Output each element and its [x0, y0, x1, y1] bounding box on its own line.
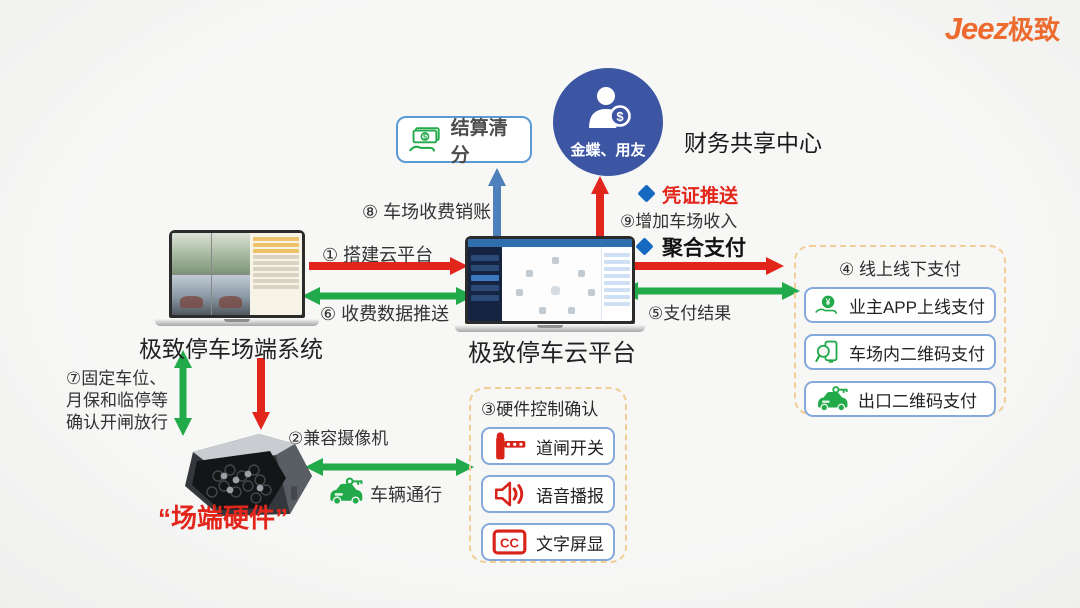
cc-screen-icon: CC [492, 529, 527, 555]
hardware-box-label: 语音播报 [536, 486, 604, 506]
payment-panel: ④ 线上线下支付 ¥ 业主APP上线支付 车场内二维码支付 [794, 245, 1006, 417]
hardware-panel: ③硬件控制确认 道闸开关 语音播报 CC 文字屏显 [469, 387, 627, 563]
flow-2-label: ②兼容摄像机 [288, 429, 389, 448]
camera-feed-tile [211, 274, 250, 315]
logo-jeez: Jeez [944, 11, 1009, 46]
camera-feed-tile [211, 233, 250, 274]
cloud-platform-laptop [455, 236, 645, 332]
finance-circle-label: 金蝶、用友 [570, 142, 646, 159]
flow-1-label: ① 搭建云平台 [322, 245, 434, 265]
hardware-panel-title: ③硬件控制确认 [481, 400, 599, 419]
logo: Jeez极致 [945, 10, 1060, 47]
hand-yuan-icon: ¥ [815, 295, 838, 314]
vehicle-pass-label: 车辆通行 [370, 485, 442, 505]
settlement-label: 结算清分 [450, 117, 508, 166]
svg-text:$: $ [616, 109, 624, 124]
barrier-gate-icon [496, 432, 526, 460]
logo-cn: 极致 [1007, 15, 1060, 45]
phone-qr-scan-icon [815, 340, 838, 363]
payment-box: 车场内二维码支付 [804, 334, 996, 370]
cloud-topbar [468, 239, 632, 247]
finance-center-title: 财务共享中心 [684, 130, 822, 156]
cloud-main-area [502, 247, 601, 321]
svg-text:¥: ¥ [826, 297, 831, 307]
hardware-box-label: 文字屏显 [536, 534, 604, 554]
payment-box: ¥ 业主APP上线支付 [804, 287, 996, 323]
finance-circle: $ 金蝶、用友 [553, 68, 663, 176]
hardware-title: “场端硬件” [158, 503, 289, 533]
hardware-box: CC 文字屏显 [481, 523, 615, 561]
person-dollar-icon: $ [589, 87, 631, 128]
aggregate-pay-label: 聚合支付 [662, 237, 746, 260]
settlement-box: $ 结算清分 [396, 116, 532, 166]
money-hand-icon: $ [409, 126, 440, 152]
module-icons [551, 257, 559, 264]
field-system-panel [250, 233, 302, 315]
car-key-icon [330, 477, 363, 505]
hardware-box: 道闸开关 [481, 427, 615, 465]
payment-box-label: 出口二维码支付 [858, 391, 977, 411]
cloud-sidebar [468, 247, 502, 321]
flow-5-label: ⑤支付结果 [648, 304, 732, 323]
payment-panel-title: ④ 线上线下支付 [839, 260, 961, 279]
camera-feed-tile [172, 274, 211, 315]
camera-device [185, 434, 312, 516]
field-system-laptop [155, 230, 319, 326]
flow-6-label: ⑥ 收费数据推送 [320, 304, 450, 324]
camera-feed-tile [172, 233, 211, 274]
cloud-right-list [601, 247, 632, 321]
svg-text:CC: CC [500, 535, 519, 550]
car-key-icon [818, 386, 848, 412]
svg-text:$: $ [423, 133, 427, 141]
payment-box-label: 业主APP上线支付 [848, 297, 985, 317]
speaker-icon [494, 481, 524, 507]
flow-7-label: ⑦固定车位、 月保和临停等 确认开闸放行 [66, 369, 168, 432]
payment-box: 出口二维码支付 [804, 381, 996, 417]
voucher-push-label: 凭证推送 [662, 186, 739, 207]
flow-9-label: ⑨增加车场收入 [620, 212, 738, 231]
hardware-box-label: 道闸开关 [536, 438, 604, 458]
camera-grid [172, 233, 250, 315]
cloud-platform-title: 极致停车云平台 [468, 340, 636, 367]
flow-8-label: ⑧ 车场收费销账 [362, 202, 492, 222]
payment-box-label: 车场内二维码支付 [849, 344, 985, 364]
field-system-title: 极致停车场端系统 [139, 336, 323, 362]
hardware-box: 语音播报 [481, 475, 615, 513]
